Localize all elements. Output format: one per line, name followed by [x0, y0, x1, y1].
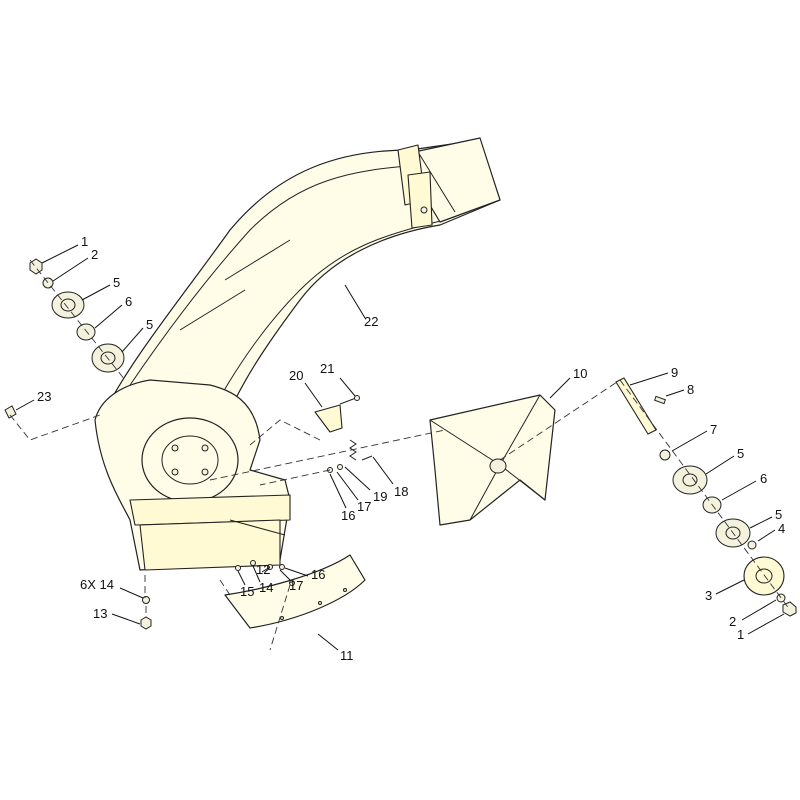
callout-9: 9 — [671, 365, 678, 380]
bearing-6-left — [76, 323, 96, 341]
pulley-3 — [743, 556, 785, 596]
impeller-housing — [94, 379, 291, 571]
callout-11: 11 — [340, 648, 354, 663]
callout-2-left: 2 — [91, 247, 98, 262]
washer-2-right — [776, 593, 786, 603]
callout-3: 3 — [705, 588, 712, 603]
spring-bracket — [314, 395, 360, 433]
callout-labels: 1 2 5 6 5 23 22 21 20 10 9 8 7 5 6 5 4 3… — [37, 234, 785, 663]
callout-13: 13 — [93, 606, 107, 621]
shaft-9 — [615, 377, 657, 435]
impeller — [429, 394, 556, 526]
discharge-chute — [99, 137, 501, 421]
callout-2-right: 2 — [729, 614, 736, 629]
flange-5-upper-left — [51, 291, 85, 319]
callout-4: 4 — [778, 521, 785, 536]
callout-8: 8 — [687, 382, 694, 397]
callout-6-right: 6 — [760, 471, 767, 486]
callout-7: 7 — [710, 422, 717, 437]
callout-22: 22 — [364, 314, 378, 329]
bracket-20 — [314, 404, 343, 433]
callout-17-upper: 17 — [357, 499, 371, 514]
callout-21: 21 — [320, 361, 334, 376]
bolt-18 — [361, 455, 373, 461]
leader-lines — [15, 244, 785, 651]
callout-5-lower-right: 5 — [775, 507, 782, 522]
alignment-lines — [9, 259, 791, 651]
callout-14-lower: 14 — [259, 580, 273, 595]
callout-5-upper-left: 5 — [113, 275, 120, 290]
nut-19 — [337, 464, 343, 470]
nut-13 — [140, 616, 152, 630]
callout-12: 12 — [256, 562, 270, 577]
washer-14 — [142, 596, 150, 604]
key-8 — [653, 395, 667, 405]
callout-6-left: 6 — [125, 294, 132, 309]
callout-16-lower: 16 — [311, 567, 325, 582]
liner-11 — [224, 554, 366, 629]
nut-1-right — [782, 601, 797, 617]
callout-20: 20 — [289, 368, 303, 383]
washer-2-left — [42, 277, 54, 289]
flange-5-upper-right — [672, 465, 708, 495]
callout-6x14: 6X 14 — [80, 577, 114, 592]
callout-16-upper: 16 — [341, 508, 355, 523]
callout-23: 23 — [37, 389, 51, 404]
spring-assembly — [327, 439, 373, 473]
washer-4 — [747, 540, 757, 550]
collar-7 — [659, 449, 671, 461]
callout-18: 18 — [394, 484, 408, 499]
callout-5-upper-right: 5 — [737, 446, 744, 461]
callout-5-lower-left: 5 — [146, 317, 153, 332]
callout-17-lower: 17 — [289, 578, 303, 593]
callout-19: 19 — [373, 489, 387, 504]
clip-23 — [4, 405, 17, 419]
callout-1-left: 1 — [81, 234, 88, 249]
nut-1-left — [29, 258, 43, 275]
callout-15: 15 — [240, 584, 254, 599]
callout-1-right: 1 — [737, 627, 744, 642]
bolt-21 — [354, 395, 360, 401]
callout-10: 10 — [573, 366, 587, 381]
